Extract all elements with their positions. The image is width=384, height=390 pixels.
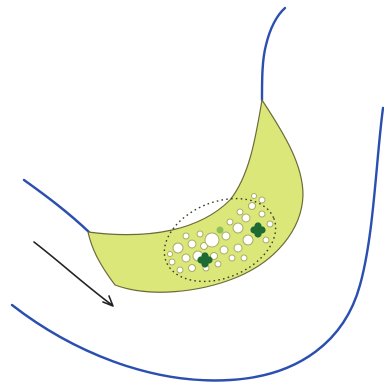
particle xyxy=(169,259,175,265)
particle xyxy=(177,267,183,273)
particle xyxy=(241,255,247,261)
light-green-particle xyxy=(217,227,224,234)
particle xyxy=(182,254,190,262)
particle xyxy=(189,265,196,272)
particle xyxy=(249,203,256,210)
particle xyxy=(168,252,173,257)
particle xyxy=(263,237,269,243)
inner-vessel-wall-upper xyxy=(262,8,285,100)
particle xyxy=(229,255,235,261)
particle xyxy=(234,244,242,252)
tissue-mass xyxy=(88,100,303,292)
particle xyxy=(259,211,265,217)
particle xyxy=(222,232,230,240)
particle xyxy=(188,240,196,248)
clover-center xyxy=(255,227,261,233)
particle xyxy=(242,214,250,222)
particle xyxy=(215,261,221,267)
particle xyxy=(197,231,203,237)
particle xyxy=(267,221,273,227)
inner-vessel-wall-lower xyxy=(24,180,90,233)
particle xyxy=(237,209,243,215)
particle xyxy=(252,194,257,199)
particle xyxy=(205,233,219,247)
particle xyxy=(243,235,253,245)
particle xyxy=(220,246,228,254)
particle xyxy=(227,219,233,225)
particle xyxy=(259,197,265,203)
clover-center xyxy=(202,257,208,263)
particle xyxy=(183,233,189,239)
particle xyxy=(233,223,243,233)
particle xyxy=(173,243,183,253)
